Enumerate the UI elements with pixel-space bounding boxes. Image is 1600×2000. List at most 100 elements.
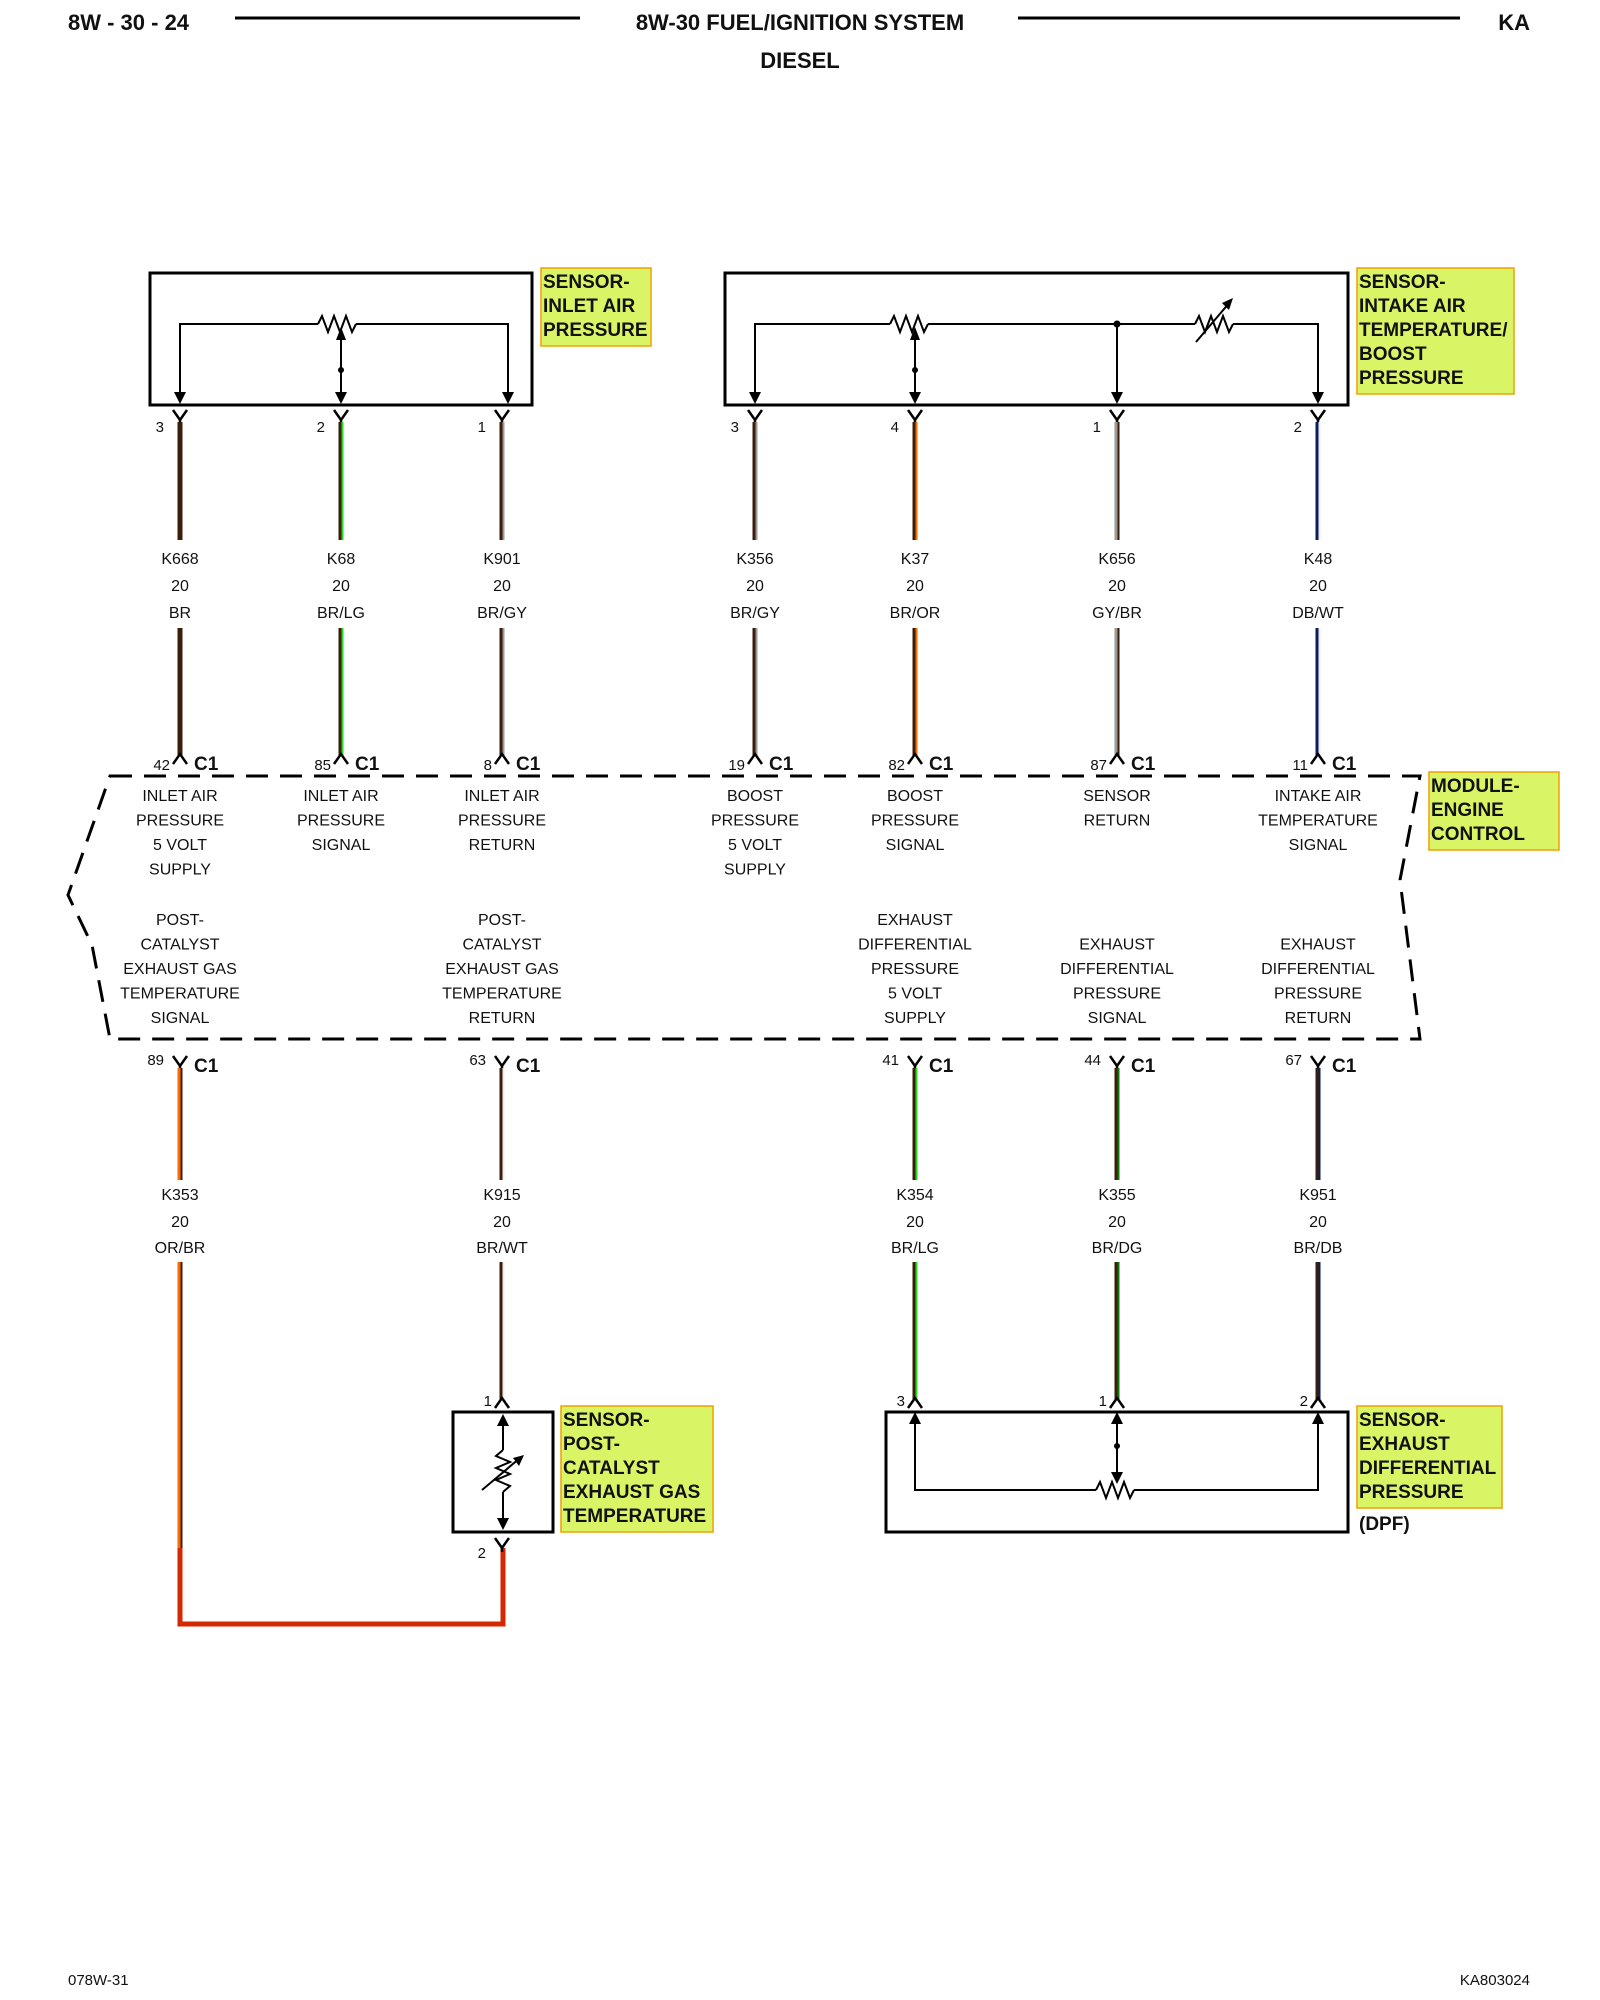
circuit-number: K951 (1299, 1187, 1336, 1204)
wire-k951-lower (1315, 1262, 1321, 1400)
engine-control-module-label-line: CONTROL (1431, 824, 1525, 845)
ecm-pin-function: DIFFERENTIAL (1060, 961, 1174, 978)
wire-k354-upper (912, 1068, 918, 1180)
ecm-pin-function: CATALYST (140, 937, 219, 954)
ecm-terminal (493, 751, 511, 765)
sensor-pin-number: 1 (1099, 1393, 1107, 1410)
circuit-number: K668 (161, 551, 198, 568)
wire-k915-lower (499, 1262, 505, 1400)
ecm-pin-function: DIFFERENTIAL (1261, 961, 1375, 978)
wire-k353-lower (177, 1262, 183, 1548)
connector-label: C1 (1131, 1056, 1156, 1077)
sensor-terminal (1108, 1395, 1126, 1409)
ecm-terminal (493, 1055, 511, 1069)
intake-air-boost-sensor-label-line: TEMPERATURE/ (1359, 320, 1508, 341)
egt-sensor-label-line: CATALYST (563, 1458, 660, 1479)
wire-color: BR/DG (1092, 1240, 1143, 1257)
connector-label: C1 (355, 754, 380, 775)
egt-sensor-terminal-2 (493, 1537, 511, 1551)
wire-k356-lower (752, 628, 758, 756)
sensor-terminal (1309, 1395, 1327, 1409)
wire-k354-lower (912, 1262, 918, 1400)
ecm-pin-function: TEMPERATURE (442, 986, 562, 1003)
ecm-pin-function: SENSOR (1083, 788, 1151, 805)
ecm-terminal (906, 1055, 924, 1069)
engine-control-module-label-line: ENGINE (1431, 800, 1504, 821)
connector-label: C1 (516, 1056, 541, 1077)
connector-label: C1 (194, 1056, 219, 1077)
sensor-pin-number: 2 (478, 1545, 486, 1562)
connector-label: C1 (1332, 754, 1357, 775)
ecm-pin-function: EXHAUST (1079, 937, 1155, 954)
ecm-pin-function: RETURN (469, 1010, 536, 1027)
wire-color: BR/GY (730, 605, 780, 622)
wire-gauge: 20 (746, 578, 764, 595)
wire-color: BR/DB (1294, 1240, 1343, 1257)
sensor-terminal (1309, 409, 1327, 423)
footer-figure-code: 078W-31 (68, 1972, 129, 1989)
wire-color: GY/BR (1092, 605, 1142, 622)
sensor-terminal (906, 409, 924, 423)
ecm-pin-function: INLET AIR (464, 788, 539, 805)
footer-part-code: KA803024 (1460, 1972, 1530, 1989)
ecm-pin-function: POST- (478, 912, 526, 929)
sensor-pin-number: 2 (317, 419, 325, 436)
wire-color: BR/GY (477, 605, 527, 622)
wire-color: OR/BR (155, 1240, 206, 1257)
sensor-pin-number: 1 (484, 1393, 492, 1410)
inlet-potentiometer-icon (174, 313, 514, 404)
wire-gauge: 20 (171, 578, 189, 595)
sensor-terminal (493, 409, 511, 423)
sensor-pin-number: 3 (731, 419, 739, 436)
circuit-number: K68 (327, 551, 356, 568)
intake-air-boost-sensor-label-line: PRESSURE (1359, 368, 1464, 389)
ecm-pin-number: 11 (1292, 757, 1308, 774)
ecm-pin-function: BOOST (887, 788, 943, 805)
sensor-pin-number: 1 (478, 419, 486, 436)
circuit-number: K901 (483, 551, 520, 568)
connector-label: C1 (769, 754, 794, 775)
exhaust-diff-pressure-sensor-label-line: PRESSURE (1359, 1482, 1464, 1503)
wire-k901-upper (499, 422, 505, 540)
inlet-air-pressure-sensor-box (148, 271, 534, 407)
wire-k901-lower (499, 628, 505, 756)
wire-gauge: 20 (1309, 578, 1327, 595)
sensor-pin-number: 2 (1294, 419, 1302, 436)
ecm-pin-function: DIFFERENTIAL (858, 937, 972, 954)
egt-sensor-label-line: POST- (563, 1434, 620, 1455)
ecm-pin-function: TEMPERATURE (1258, 813, 1378, 830)
sensor-pin-number: 2 (1300, 1393, 1308, 1410)
ecm-pin-function: POST- (156, 912, 204, 929)
sensor-terminal (493, 1395, 511, 1409)
page-subtitle: DIESEL (760, 48, 839, 73)
sensor-pin-number: 4 (891, 419, 899, 436)
wire-gauge: 20 (906, 578, 924, 595)
wire-k656-lower (1114, 628, 1120, 756)
wire-k68-upper (338, 422, 344, 540)
ecm-pin-function: PRESSURE (871, 961, 959, 978)
engine-control-module-outline (66, 774, 1422, 1041)
connector-label: C1 (194, 754, 219, 775)
ecm-pin-number: 44 (1084, 1052, 1101, 1069)
wire-color: BR/OR (890, 605, 941, 622)
ecm-terminal (1108, 751, 1126, 765)
wire-k951-upper (1315, 1068, 1321, 1180)
wire-k48-lower (1315, 628, 1321, 756)
wire-gauge: 20 (1309, 1214, 1327, 1231)
intake-air-boost-sensor-label-line: SENSOR- (1359, 272, 1446, 293)
circuit-number: K353 (161, 1187, 198, 1204)
ecm-pin-function: EXHAUST GAS (123, 961, 237, 978)
intake-air-boost-sensor-label-line: INTAKE AIR (1359, 296, 1466, 317)
ecm-pin-function: TEMPERATURE (120, 986, 240, 1003)
ecm-pin-number: 89 (147, 1052, 164, 1069)
sensor-terminal (906, 1395, 924, 1409)
wire-gauge: 20 (1108, 1214, 1126, 1231)
wire-k355-lower (1114, 1262, 1120, 1400)
wire-gauge: 20 (1108, 578, 1126, 595)
inlet-air-pressure-sensor-label-line: SENSOR- (543, 272, 630, 293)
wire-k37-lower (912, 628, 918, 756)
dpf-note: (DPF) (1359, 1514, 1410, 1535)
connector-label: C1 (1131, 754, 1156, 775)
connector-label: C1 (1332, 1056, 1357, 1077)
